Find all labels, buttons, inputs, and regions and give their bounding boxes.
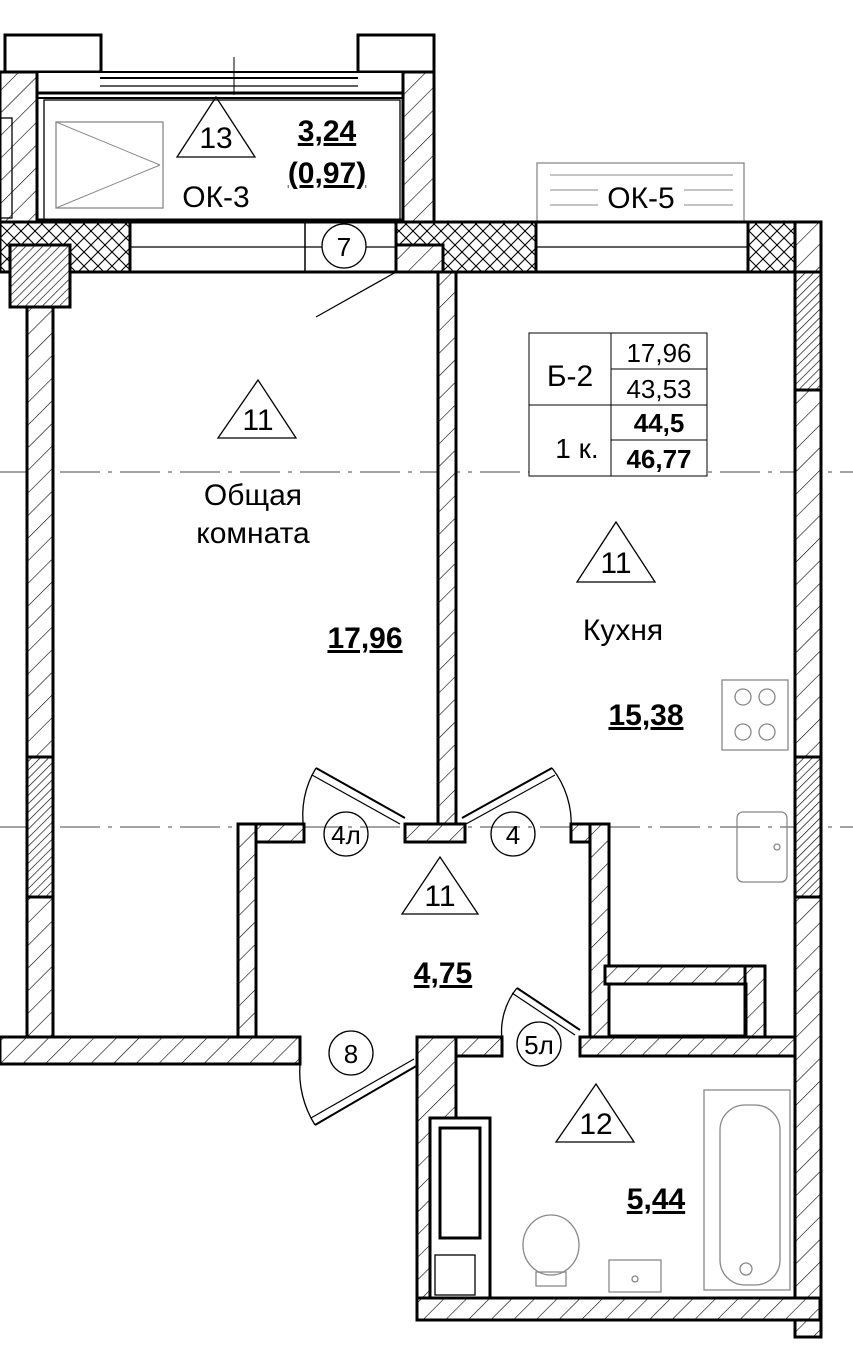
wall-right-column-top [793,270,823,392]
hall-finish: 11 [424,880,455,913]
kitchen-name: Кухня [583,614,663,647]
apartment-rooms: 1 к. [555,433,598,464]
apartment-total-living: 43,53 [626,374,691,404]
door-5l-label: 5л [524,1030,554,1060]
apartment-info-table [528,332,708,477]
door-4l-label: 4л [331,820,361,850]
living-finish: 11 [242,404,273,437]
bathroom-area: 5,44 [627,1183,686,1216]
axis-lines [0,471,853,828]
kitchen-finish: 11 [600,547,631,580]
living-name-2: комната [196,517,310,550]
door-4-label: 4 [506,820,520,850]
bathroom-finish: 12 [579,1108,612,1141]
bathroom-fixtures [428,1089,791,1300]
hall-area: 4,75 [414,957,472,990]
balcony [0,33,436,224]
apartment-total-area: 44,5 [634,408,685,438]
window-ok5-label: ОК-5 [607,182,675,215]
hall-walls [0,822,822,1322]
wall-left-column [25,755,55,899]
kitchen-fixtures [721,679,789,883]
wall-left [25,305,55,1039]
apartment-area-with-balcony: 46,77 [626,444,691,474]
door-markers [321,223,562,1076]
window-ok5 [536,162,745,224]
balcony-finish: 13 [199,122,232,155]
exterior-wall-top [0,220,822,318]
door-7-label: 7 [337,232,351,262]
apartment-living-area: 17,96 [626,338,691,368]
window-ok3-label: ОК-3 [182,181,250,214]
balcony-area: 3,24 [298,115,357,148]
living-name-1: Общая [204,479,302,512]
kitchen-area: 15,38 [608,699,683,732]
apartment-type: Б-2 [547,360,593,393]
living-area: 17,96 [327,622,402,655]
wall-partition [436,270,458,829]
finish-markers [175,95,657,1143]
cabinet [607,982,748,1038]
doors [299,767,581,1126]
balcony-area-reduced: (0,97) [288,157,366,190]
wall-right-column [793,755,823,899]
door-8-label: 8 [344,1039,358,1069]
